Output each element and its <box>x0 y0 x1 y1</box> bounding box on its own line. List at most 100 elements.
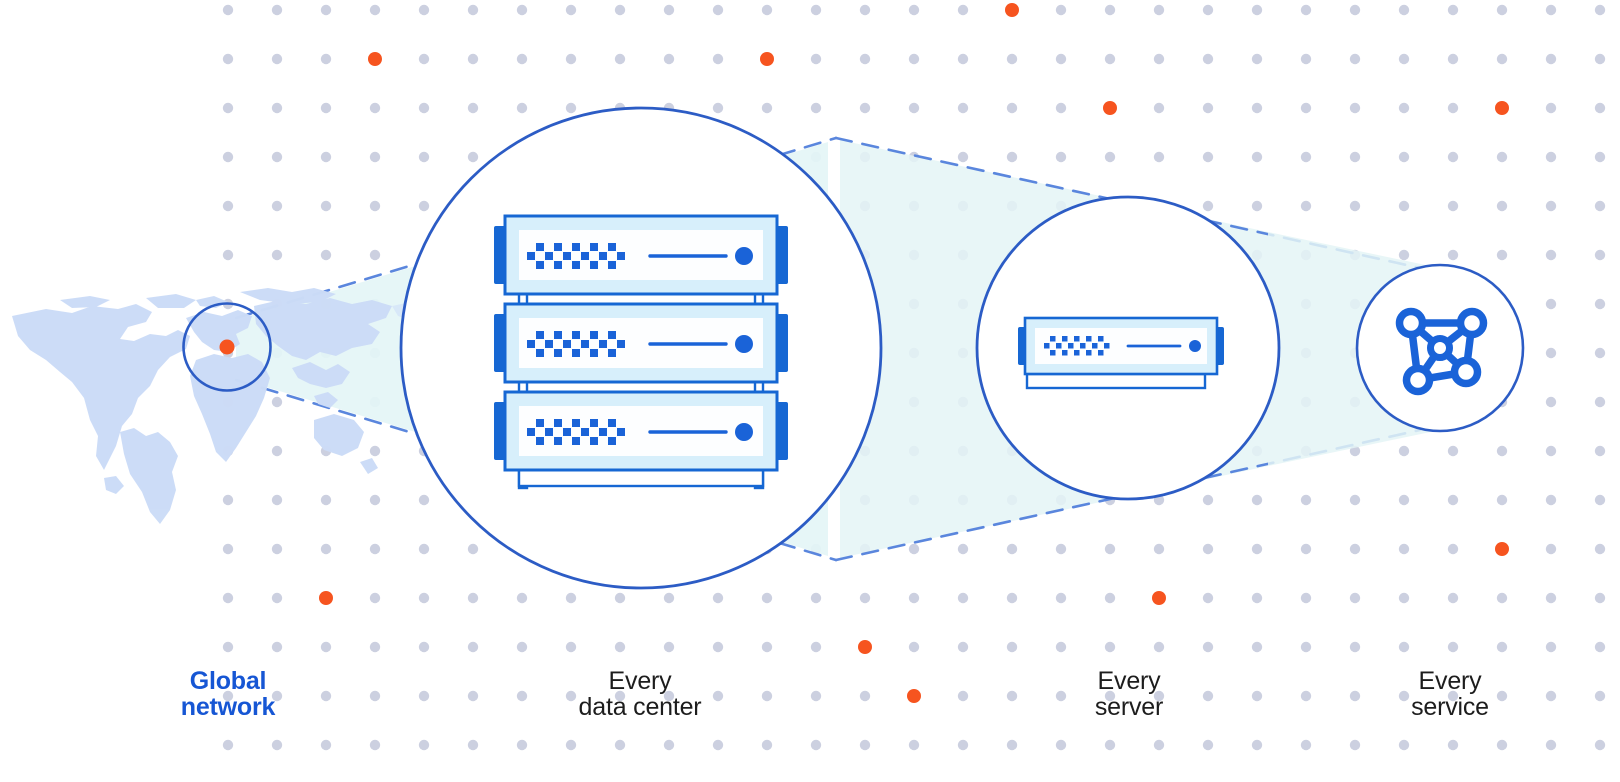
grid-dot <box>1055 592 1067 604</box>
grid-dot <box>1202 641 1214 653</box>
grid-dot <box>369 151 381 163</box>
grid-dot <box>1104 53 1116 65</box>
grid-dot <box>1006 641 1018 653</box>
grid-dot <box>1300 53 1312 65</box>
grid-dot <box>1594 53 1606 65</box>
grid-dot <box>222 592 234 604</box>
grid-dot <box>1398 592 1410 604</box>
grid-dot <box>957 641 969 653</box>
grid-dot <box>320 641 332 653</box>
grid-dot <box>957 592 969 604</box>
grid-dot <box>1594 396 1606 408</box>
grid-dot <box>1251 739 1263 751</box>
grid-dot <box>663 641 675 653</box>
grid-dot <box>320 249 332 261</box>
grid-dot <box>369 4 381 16</box>
grid-dot <box>222 200 234 212</box>
grid-dot <box>712 592 724 604</box>
grid-dot <box>271 690 283 702</box>
grid-dot <box>467 53 479 65</box>
grid-dot <box>1398 445 1410 457</box>
grid-dot <box>1398 690 1410 702</box>
grid-dot-accent <box>760 52 774 66</box>
grid-dot <box>1594 739 1606 751</box>
grid-dot <box>565 53 577 65</box>
grid-dot <box>516 4 528 16</box>
grid-dot <box>271 592 283 604</box>
grid-dot <box>1349 494 1361 506</box>
grid-dot <box>1251 151 1263 163</box>
grid-dot <box>467 690 479 702</box>
grid-dot <box>565 592 577 604</box>
grid-dot <box>1545 298 1557 310</box>
grid-dot <box>1447 543 1459 555</box>
grid-dot <box>1496 200 1508 212</box>
grid-dot <box>859 4 871 16</box>
grid-dot <box>1349 445 1361 457</box>
grid-dot <box>1594 494 1606 506</box>
grid-dot <box>1594 641 1606 653</box>
grid-dot <box>810 641 822 653</box>
grid-dot <box>1300 592 1312 604</box>
grid-dot <box>908 53 920 65</box>
grid-dot <box>222 53 234 65</box>
grid-dot <box>222 4 234 16</box>
grid-dot <box>222 249 234 261</box>
grid-dot <box>1104 641 1116 653</box>
grid-dot <box>810 690 822 702</box>
grid-dot <box>1545 249 1557 261</box>
grid-dot <box>663 53 675 65</box>
grid-dot <box>1496 690 1508 702</box>
grid-dot <box>1006 592 1018 604</box>
grid-dot <box>859 592 871 604</box>
grid-dot <box>1594 200 1606 212</box>
grid-dot <box>1300 543 1312 555</box>
grid-dot <box>369 690 381 702</box>
grid-dot <box>1398 543 1410 555</box>
grid-dot <box>712 690 724 702</box>
grid-dot <box>467 641 479 653</box>
grid-dot-accent <box>858 640 872 654</box>
stage-label-server: Every server <box>1094 667 1164 722</box>
grid-dot <box>663 690 675 702</box>
grid-dot <box>565 102 577 114</box>
grid-dot <box>1349 53 1361 65</box>
grid-dot-accent <box>368 52 382 66</box>
grid-dot <box>271 396 283 408</box>
grid-dot <box>418 151 430 163</box>
grid-dot <box>908 543 920 555</box>
grid-dot <box>516 690 528 702</box>
grid-dot <box>1202 592 1214 604</box>
grid-dot <box>908 4 920 16</box>
grid-dot <box>1300 102 1312 114</box>
grid-dot <box>1447 151 1459 163</box>
grid-dot <box>1055 53 1067 65</box>
grid-dot <box>1545 4 1557 16</box>
grid-dot <box>1447 494 1459 506</box>
grid-dot <box>1202 200 1214 212</box>
grid-dot-accent <box>1005 3 1019 17</box>
grid-dot <box>957 690 969 702</box>
grid-dot <box>957 739 969 751</box>
grid-dot <box>565 690 577 702</box>
grid-dot <box>1055 690 1067 702</box>
grid-dot <box>1545 739 1557 751</box>
grid-dot <box>663 739 675 751</box>
grid-dot <box>712 641 724 653</box>
grid-dot <box>1153 543 1165 555</box>
grid-dot <box>1496 641 1508 653</box>
grid-dot <box>810 102 822 114</box>
grid-dot <box>810 739 822 751</box>
grid-dot <box>467 592 479 604</box>
grid-dot <box>1202 53 1214 65</box>
grid-dot <box>957 543 969 555</box>
grid-dot <box>761 641 773 653</box>
grid-dot <box>614 739 626 751</box>
grid-dot <box>761 690 773 702</box>
grid-dot <box>1055 543 1067 555</box>
grid-dot <box>908 739 920 751</box>
grid-dot <box>1349 151 1361 163</box>
grid-dot <box>859 53 871 65</box>
